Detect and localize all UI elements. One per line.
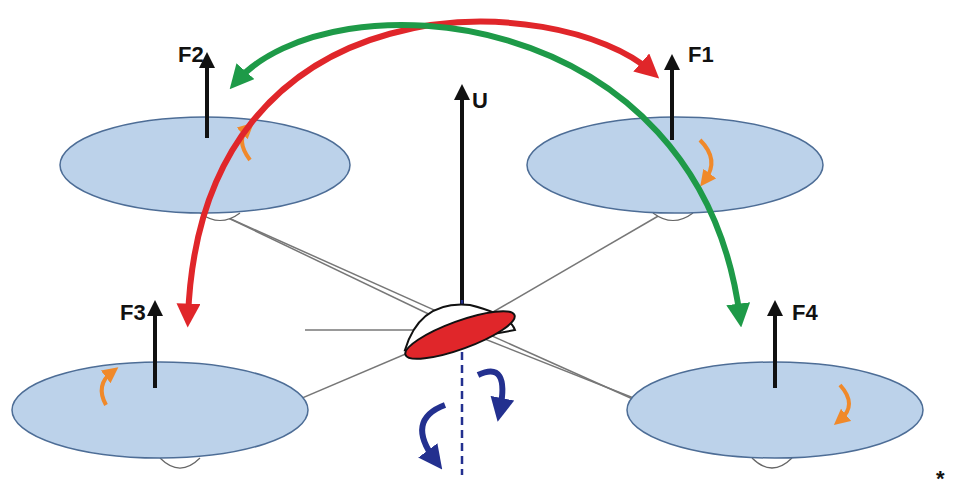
force-label: F4 bbox=[792, 302, 818, 324]
thrust-arrow bbox=[155, 60, 775, 388]
body bbox=[401, 302, 520, 368]
rotor-disc bbox=[12, 117, 923, 458]
rotation-arrow bbox=[102, 128, 849, 420]
thrust-label: U bbox=[472, 90, 488, 112]
force-label: F2 bbox=[178, 44, 204, 66]
footnote-mark: * bbox=[936, 468, 945, 490]
coupling-arc bbox=[236, 25, 740, 318]
force-label: F3 bbox=[120, 302, 146, 324]
yaw-arrow bbox=[422, 372, 502, 460]
force-label: F1 bbox=[688, 44, 714, 66]
